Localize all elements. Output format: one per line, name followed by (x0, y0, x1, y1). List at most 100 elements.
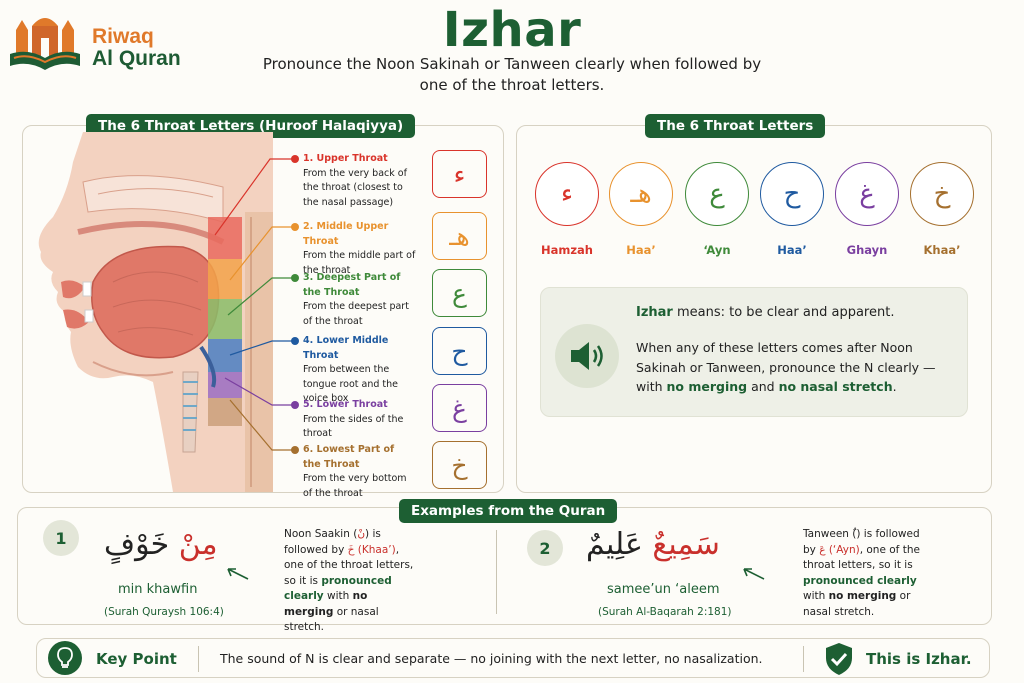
expl-part: or nasal stretch. (803, 590, 911, 618)
throat-item-3: 3. Deepest Part of the Throat From the d… (303, 271, 415, 329)
examples-divider (496, 530, 497, 614)
expl-red: خَ (Khaa’) (347, 543, 396, 556)
key-point-conclusion: This is Izhar. (866, 650, 972, 668)
expl-part: ) is followed by (284, 528, 381, 556)
arabic-noon-word: مِنْ (178, 527, 218, 562)
throat-item-desc: From the middle part of the throat (303, 250, 416, 276)
throat-item-title: 2. Middle Upper Throat (303, 221, 389, 247)
throat-item-2: 2. Middle Upper Throat From the middle p… (303, 220, 423, 278)
expl-part: Tanween ( (803, 528, 857, 540)
brand-line-1: Riwaq (92, 25, 154, 48)
letter-name: Haa’ (777, 243, 807, 257)
upper-throat-dot (291, 155, 299, 163)
throat-anatomy-illustration (38, 132, 273, 492)
letter-circle-hamzah: ء (535, 162, 599, 226)
deepest-throat-dot (291, 274, 299, 282)
expl-part: with (323, 590, 353, 602)
page-subtitle: Pronounce the Noon Sakinah or Tanween cl… (262, 55, 762, 94)
rule-text-part: and (747, 379, 779, 394)
expl-part: Noon Saakin ( (284, 528, 358, 540)
throat-item-title: 4. Lower Middle Throat (303, 335, 389, 361)
key-point-divider (803, 646, 804, 672)
example-arabic: سَمِيعٌ عَلِيمٌ (586, 527, 720, 562)
letter-box-haa-2: ح (432, 327, 487, 375)
shield-check-icon (826, 643, 852, 675)
arabic-next-word: عَلِيمٌ (586, 527, 643, 562)
throat-item-title: 3. Deepest Part of the Throat (303, 272, 401, 298)
examples-heading: Examples from the Quran (399, 499, 618, 523)
arrow-icon (227, 568, 249, 580)
arabic-tanween-word: سَمِيعٌ (652, 527, 720, 562)
letter-box-haa: هـ (432, 212, 487, 260)
lower-throat-dot (291, 401, 299, 409)
throat-item-desc: From the sides of the throat (303, 413, 404, 440)
brand-line-2: Al Quran (92, 47, 181, 70)
page-title: Izhar (442, 2, 582, 58)
letter-circle-haa-2: ح (760, 162, 824, 226)
throat-item-title: 5. Lower Throat (303, 399, 388, 410)
letter-name: Ghayn (846, 243, 888, 257)
expl-bold: no merging (828, 590, 897, 602)
expl-bold: no merging (284, 590, 368, 618)
expl-green: pronounced clearly (284, 574, 392, 603)
key-point-divider (198, 646, 199, 672)
example-explanation: Noon Saakin (نْ) is followed by خَ (Khaa… (284, 527, 418, 636)
rule-highlight: no nasal stretch (778, 379, 893, 394)
example-transliteration: min khawfin (118, 582, 198, 597)
letter-circle-khaa: خ (910, 162, 974, 226)
lower-middle-throat-dot (291, 337, 299, 345)
expl-part: or nasal stretch. (284, 605, 379, 634)
example-reference: (Surah Al-Baqarah 2:181) (598, 606, 732, 618)
speaker-icon (555, 324, 619, 388)
throat-item-title: 1. Upper Throat (303, 153, 388, 164)
izhar-term: Izhar (636, 305, 673, 320)
expl-green: pronounced clearly (803, 574, 917, 587)
throat-item-4: 4. Lower Middle Throat From between the … (303, 334, 425, 407)
rule-text-part: When any of these letters comes after No… (636, 340, 936, 394)
key-point-label: Key Point (96, 650, 177, 668)
letter-box-khaa: خ (432, 441, 487, 489)
example-arabic: مِنْ خَوْفٍ (104, 527, 218, 562)
lowest-throat-dot (291, 446, 299, 454)
expl-red: نْ (357, 528, 366, 540)
izhar-rule-text: When any of these letters comes after No… (636, 338, 956, 397)
throat-item-desc: From the very bottom of the throat (303, 473, 407, 499)
expl-part: ) is followed by (803, 528, 920, 556)
expl-red: عَ (‘Ayn) (819, 543, 860, 556)
throat-item-6: 6. Lowest Part of the Throat From the ve… (303, 443, 415, 501)
example-number: 2 (527, 530, 563, 566)
letter-box-ayn: ع (432, 269, 487, 317)
letter-circle-ghayn: غ (835, 162, 899, 226)
expl-part: , one of the throat letters, so it is (803, 543, 920, 572)
middle-upper-throat-dot (291, 223, 299, 231)
letter-name: ‘Ayn (703, 243, 731, 257)
key-point-text: The sound of N is clear and separate — n… (220, 651, 763, 666)
letter-circle-haa: هـ (609, 162, 673, 226)
throat-item-title: 6. Lowest Part of the Throat (303, 444, 395, 470)
expl-part: , one of the throat letters, so it is (284, 543, 414, 587)
expl-part: with (803, 590, 829, 602)
letters-panel-heading: The 6 Throat Letters (645, 114, 826, 138)
example-number: 1 (43, 520, 79, 556)
leader-lines (214, 158, 295, 451)
letter-name: Khaa’ (923, 243, 961, 257)
mosque-book-icon (10, 18, 80, 70)
lightbulb-icon (48, 641, 82, 675)
brand-logo: Riwaq Al Quran (6, 8, 196, 78)
izhar-definition-box: Izhar means: to be clear and apparent. W… (540, 287, 968, 417)
letter-box-hamzah: ء (432, 150, 487, 198)
rule-text-part: . (892, 379, 897, 394)
throat-item-desc: From the very back of the throat (closes… (303, 167, 407, 208)
throat-item-desc: From the deepest part of the throat (303, 301, 409, 327)
letter-name: Hamzah (540, 243, 593, 257)
izhar-meaning-text: means: to be clear and apparent. (672, 305, 895, 320)
letter-box-ghayn: غ (432, 384, 487, 432)
throat-item-5: 5. Lower Throat From the sides of the th… (303, 398, 413, 442)
example-transliteration: samee’un ‘aleem (607, 582, 720, 597)
izhar-meaning: Izhar means: to be clear and apparent. (636, 305, 894, 320)
rule-highlight: no merging (666, 379, 748, 394)
example-explanation: Tanween (ٌ) is followed by عَ (‘Ayn), on… (803, 527, 933, 620)
letter-name: Haa’ (626, 243, 656, 257)
example-reference: (Surah Quraysh 106:4) (104, 606, 224, 618)
throat-item-1: 1. Upper Throat From the very back of th… (303, 152, 421, 210)
